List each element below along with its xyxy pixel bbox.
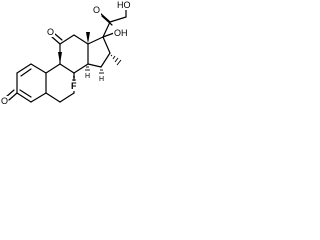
bond <box>87 36 104 45</box>
bond <box>100 52 111 68</box>
side-chain <box>99 8 127 38</box>
bond <box>54 33 63 41</box>
ring-a <box>5 63 47 103</box>
bond <box>8 92 18 101</box>
label-background <box>0 96 8 106</box>
bond <box>51 36 61 45</box>
bond <box>87 63 102 68</box>
bond <box>101 15 113 26</box>
label-background <box>46 27 55 37</box>
ring-d <box>87 36 111 68</box>
label-background <box>113 28 128 38</box>
methyl-c16 <box>110 54 122 66</box>
hydrogen-label: H <box>85 73 90 80</box>
bond <box>59 63 75 74</box>
molecule-svg: O O O HO OH F H H <box>0 0 133 106</box>
hash-line <box>112 55 116 60</box>
hydroxyl-label: HO <box>117 0 131 10</box>
structure-diagram: O O O HO OH F H H <box>0 0 160 131</box>
bond <box>109 16 127 23</box>
methyl-wedge <box>86 32 90 44</box>
h-c14-bond <box>99 69 104 74</box>
bond <box>73 63 89 74</box>
fluorine-bond <box>72 76 76 81</box>
hydrogen-label: H <box>99 76 104 83</box>
hydroxyl-label: OH <box>114 28 128 38</box>
bond <box>59 92 75 103</box>
bond <box>59 34 75 45</box>
methyl-wedge <box>58 52 62 64</box>
label-background <box>92 5 101 15</box>
bond <box>5 89 15 98</box>
oxygen-label: O <box>1 96 8 106</box>
bond <box>102 21 111 38</box>
atom-labels: O O O HO OH F H H <box>0 0 133 106</box>
hash-line <box>110 54 113 57</box>
fluorine-label: F <box>71 81 77 91</box>
h-c8-bond <box>85 66 90 71</box>
ring-b <box>45 63 75 103</box>
bond <box>99 12 111 23</box>
label-background <box>70 81 78 91</box>
label-background <box>116 0 133 10</box>
bond <box>30 63 47 74</box>
bond <box>19 89 32 98</box>
bond <box>73 34 89 45</box>
hash-line <box>114 57 119 63</box>
ring-c <box>51 33 89 74</box>
oxygen-label: O <box>47 27 54 37</box>
bond <box>45 63 61 74</box>
bond <box>16 92 32 103</box>
bond <box>20 68 32 77</box>
bond <box>45 92 61 103</box>
bond <box>16 63 32 74</box>
bond <box>102 36 111 54</box>
bond <box>102 32 115 38</box>
oxygen-label: O <box>93 5 100 15</box>
hash-line <box>116 59 122 66</box>
bond <box>30 92 47 103</box>
